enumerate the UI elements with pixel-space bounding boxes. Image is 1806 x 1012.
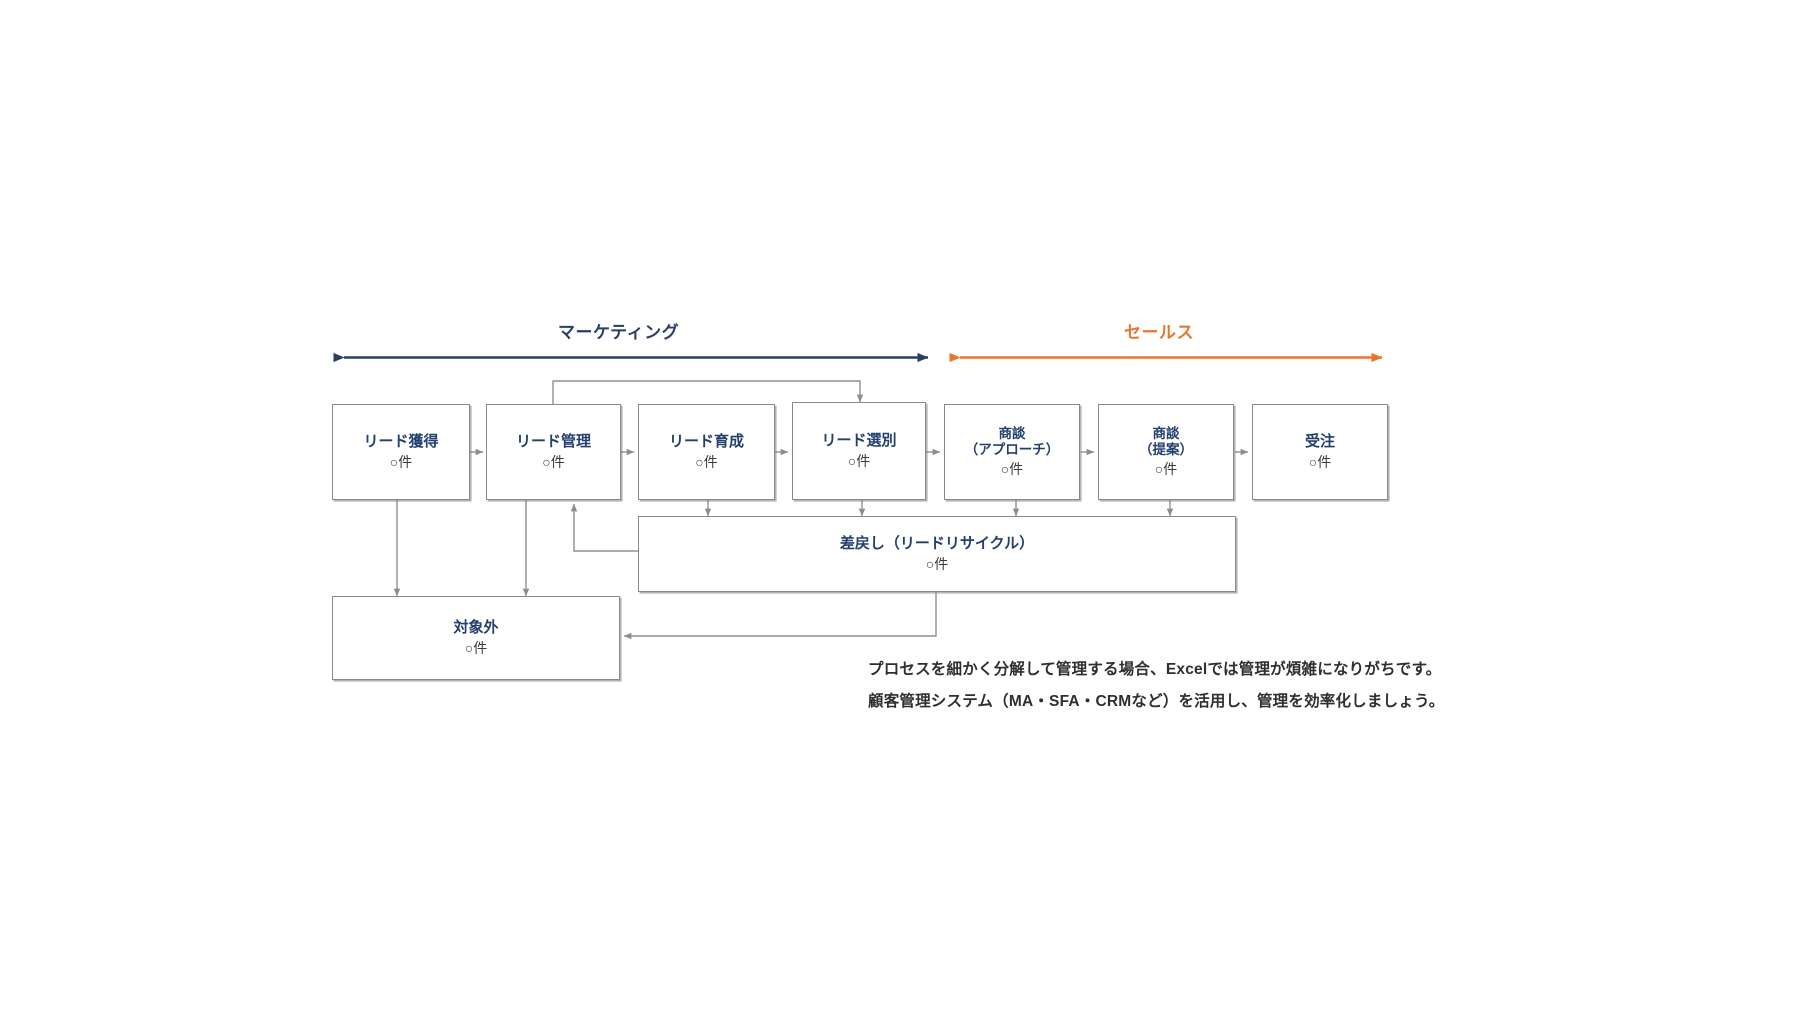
node-title: 受注	[1304, 433, 1335, 451]
node-count: ○件	[1154, 461, 1178, 478]
node-lead-recycle[interactable]: 差戻し（リードリサイクル） ○件	[638, 516, 1236, 592]
footer-note: プロセスを細かく分解して管理する場合、Excelでは管理が煩雑になりがちです。 …	[868, 658, 1548, 722]
node-lead-acquisition[interactable]: リード獲得 ○件	[332, 404, 470, 500]
node-subtitle: （アプローチ）	[964, 442, 1060, 458]
node-count: ○件	[542, 453, 565, 470]
node-lead-qualification[interactable]: リード選別 ○件	[792, 402, 926, 500]
node-negotiation-proposal[interactable]: 商談 （提案） ○件	[1098, 404, 1234, 500]
node-order-received[interactable]: 受注 ○件	[1252, 404, 1388, 500]
footer-note-line-2: 顧客管理システム（MA・SFA・CRMなど）を活用し、管理を効率化しましょう。	[868, 693, 1445, 711]
node-title: リード管理	[515, 433, 591, 451]
node-title: 商談	[1152, 425, 1180, 441]
phase-label-sales: セールス	[1124, 323, 1194, 342]
footer-note-line-1: プロセスを細かく分解して管理する場合、Excelでは管理が煩雑になりがちです。	[868, 661, 1442, 678]
node-count: ○件	[695, 453, 718, 470]
node-title: 差戻し（リードリサイクル）	[839, 535, 1035, 553]
recycle-to-out-of-scope	[623, 592, 937, 640]
drops-into-recycle	[704, 500, 1174, 517]
node-count: ○件	[1308, 453, 1332, 470]
node-out-of-scope[interactable]: 対象外 ○件	[332, 596, 620, 680]
node-title: リード獲得	[363, 433, 439, 451]
node-title: リード育成	[668, 433, 744, 451]
phase-label-marketing: マーケティング	[558, 323, 680, 342]
node-lead-management[interactable]: リード管理 ○件	[486, 404, 621, 500]
drops-into-out-of-scope	[393, 500, 530, 597]
node-negotiation-approach[interactable]: 商談 （アプローチ） ○件	[944, 404, 1080, 500]
recycle-to-management-feedback	[570, 503, 638, 552]
node-lead-nurturing[interactable]: リード育成 ○件	[638, 404, 775, 500]
node-count: ○件	[464, 639, 488, 656]
node-count: ○件	[925, 555, 949, 572]
node-count: ○件	[847, 452, 871, 469]
node-title: 対象外	[453, 619, 499, 637]
node-count: ○件	[1000, 461, 1024, 478]
bypass-management-to-qualification	[552, 380, 864, 404]
node-title: 商談	[998, 425, 1026, 441]
node-count: ○件	[389, 453, 413, 470]
node-subtitle: （提案）	[1139, 442, 1193, 458]
node-title: リード選別	[821, 432, 897, 450]
